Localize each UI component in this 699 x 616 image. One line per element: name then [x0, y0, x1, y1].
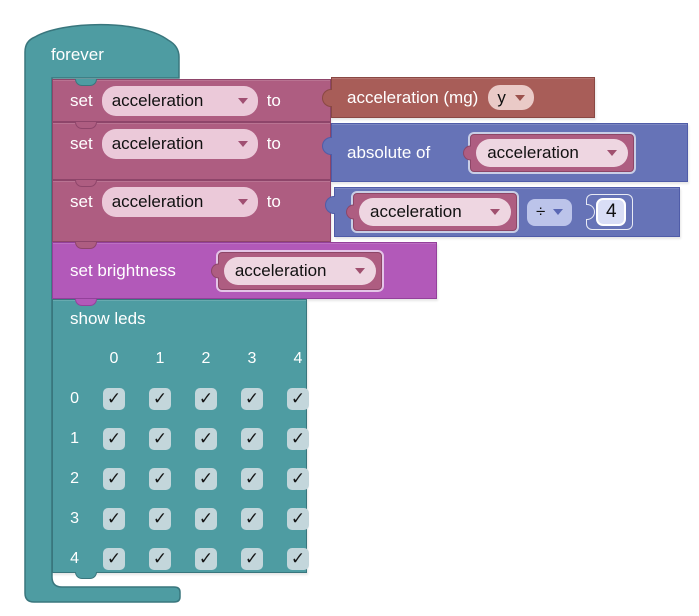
dropdown-arrow-icon	[553, 209, 564, 215]
socket-notch	[586, 204, 596, 220]
led-checkbox[interactable]: ✓	[195, 428, 217, 450]
show-leds-block[interactable]: show leds 0 1 2 3 4 0 ✓ ✓ ✓ ✓ ✓ 1 ✓ ✓ ✓ …	[52, 299, 309, 579]
led-checkbox[interactable]: ✓	[103, 468, 125, 490]
led-checkbox[interactable]: ✓	[103, 428, 125, 450]
puzzle-tab	[346, 204, 354, 220]
dropdown-arrow-icon	[237, 199, 248, 205]
set-variable-block-1[interactable]: set acceleration to	[52, 79, 331, 122]
variable-dropdown-value: acceleration	[111, 90, 204, 110]
connector-notch	[75, 572, 97, 579]
led-checkbox[interactable]: ✓	[287, 428, 309, 450]
led-row-header: 1	[70, 430, 79, 447]
variable-dropdown[interactable]: acceleration	[359, 198, 511, 226]
led-checkbox[interactable]: ✓	[103, 508, 125, 530]
led-row-header: 2	[70, 470, 79, 487]
dropdown-arrow-icon	[237, 97, 248, 104]
led-checkbox[interactable]: ✓	[241, 548, 263, 570]
set-label: set	[70, 90, 93, 110]
number-input[interactable]: 4	[596, 198, 627, 226]
set-variable-block-3[interactable]: set acceleration to	[52, 180, 331, 242]
connector-notch	[75, 180, 97, 187]
forever-block-shape[interactable]	[24, 23, 181, 603]
led-row-header: 3	[70, 510, 79, 527]
absolute-of-block[interactable]: absolute of acceleration	[322, 123, 688, 182]
sensor-label: acceleration (mg)	[347, 87, 479, 107]
number-socket: 4	[586, 194, 634, 230]
led-checkbox[interactable]: ✓	[241, 468, 263, 490]
puzzle-tab	[210, 263, 219, 278]
led-checkbox[interactable]: ✓	[149, 508, 171, 530]
led-checkbox[interactable]: ✓	[195, 388, 217, 410]
variable-dropdown-value: acceleration	[111, 192, 204, 211]
led-checkbox[interactable]: ✓	[195, 548, 217, 570]
led-checkbox[interactable]: ✓	[103, 388, 125, 410]
dropdown-arrow-icon	[354, 267, 365, 274]
led-checkbox[interactable]: ✓	[149, 388, 171, 410]
variable-dropdown-value: acceleration	[234, 260, 327, 280]
puzzle-tab	[463, 145, 472, 160]
led-row-header: 4	[70, 550, 79, 567]
variable-block[interactable]: acceleration	[463, 133, 635, 172]
variable-dropdown[interactable]: acceleration	[476, 138, 629, 167]
acceleration-sensor-block[interactable]: acceleration (mg) y	[322, 77, 595, 118]
set-variable-block-2[interactable]: set acceleration to	[52, 122, 331, 180]
led-checkbox[interactable]: ✓	[103, 548, 125, 570]
led-checkbox[interactable]: ✓	[195, 508, 217, 530]
variable-dropdown-value: acceleration	[487, 142, 579, 162]
connector-notch	[75, 299, 97, 306]
led-checkbox[interactable]: ✓	[241, 508, 263, 530]
forever-label: forever	[51, 45, 104, 64]
to-label: to	[266, 134, 281, 153]
led-checkbox[interactable]: ✓	[149, 548, 171, 570]
dropdown-arrow-icon	[490, 209, 500, 215]
led-col-header: 0	[109, 350, 119, 367]
led-grid: 0 1 2 3 4 0 ✓ ✓ ✓ ✓ ✓ 1 ✓ ✓ ✓ ✓ ✓ 2 ✓ ✓ …	[65, 348, 309, 570]
led-checkbox[interactable]: ✓	[241, 388, 263, 410]
division-block[interactable]: acceleration ÷ 4	[325, 187, 680, 237]
to-label: to	[266, 90, 281, 110]
connector-notch	[75, 122, 97, 129]
variable-block[interactable]: acceleration	[346, 193, 517, 231]
led-checkbox[interactable]: ✓	[287, 388, 309, 410]
dropdown-arrow-icon	[607, 149, 618, 156]
to-label: to	[266, 192, 281, 211]
variable-dropdown-value: acceleration	[111, 134, 204, 153]
operator-dropdown-value: ÷	[536, 202, 546, 221]
led-row-header: 0	[70, 390, 79, 407]
led-col-header: 2	[201, 350, 211, 367]
led-grid-corner	[65, 348, 79, 370]
set-label: set	[70, 192, 93, 211]
operator-dropdown[interactable]: ÷	[527, 198, 573, 226]
variable-dropdown[interactable]: acceleration	[101, 187, 258, 217]
set-brightness-label: set brightness	[70, 260, 176, 280]
show-leds-label: show leds	[70, 309, 146, 328]
led-checkbox[interactable]: ✓	[149, 428, 171, 450]
led-checkbox[interactable]: ✓	[287, 508, 309, 530]
connector-notch	[75, 242, 97, 249]
led-checkbox[interactable]: ✓	[149, 468, 171, 490]
connector-notch	[75, 79, 97, 86]
led-col-header: 4	[293, 350, 303, 367]
set-label: set	[70, 134, 93, 153]
variable-dropdown[interactable]: acceleration	[223, 256, 376, 285]
variable-block[interactable]: acceleration	[210, 251, 382, 290]
set-brightness-block[interactable]: set brightness acceleration	[52, 242, 437, 299]
led-checkbox[interactable]: ✓	[195, 468, 217, 490]
dropdown-arrow-icon	[237, 141, 248, 147]
variable-dropdown-value: acceleration	[370, 202, 462, 221]
axis-dropdown-value: y	[497, 87, 506, 107]
led-col-header: 3	[247, 350, 257, 367]
absolute-of-label: absolute of	[347, 142, 431, 162]
led-checkbox[interactable]: ✓	[287, 548, 309, 570]
axis-dropdown[interactable]: y	[488, 85, 534, 110]
variable-dropdown[interactable]: acceleration	[101, 85, 258, 116]
led-checkbox[interactable]: ✓	[287, 468, 309, 490]
led-checkbox[interactable]: ✓	[241, 428, 263, 450]
led-col-header: 1	[155, 350, 165, 367]
dropdown-arrow-icon	[514, 94, 525, 101]
variable-dropdown[interactable]: acceleration	[101, 129, 258, 159]
